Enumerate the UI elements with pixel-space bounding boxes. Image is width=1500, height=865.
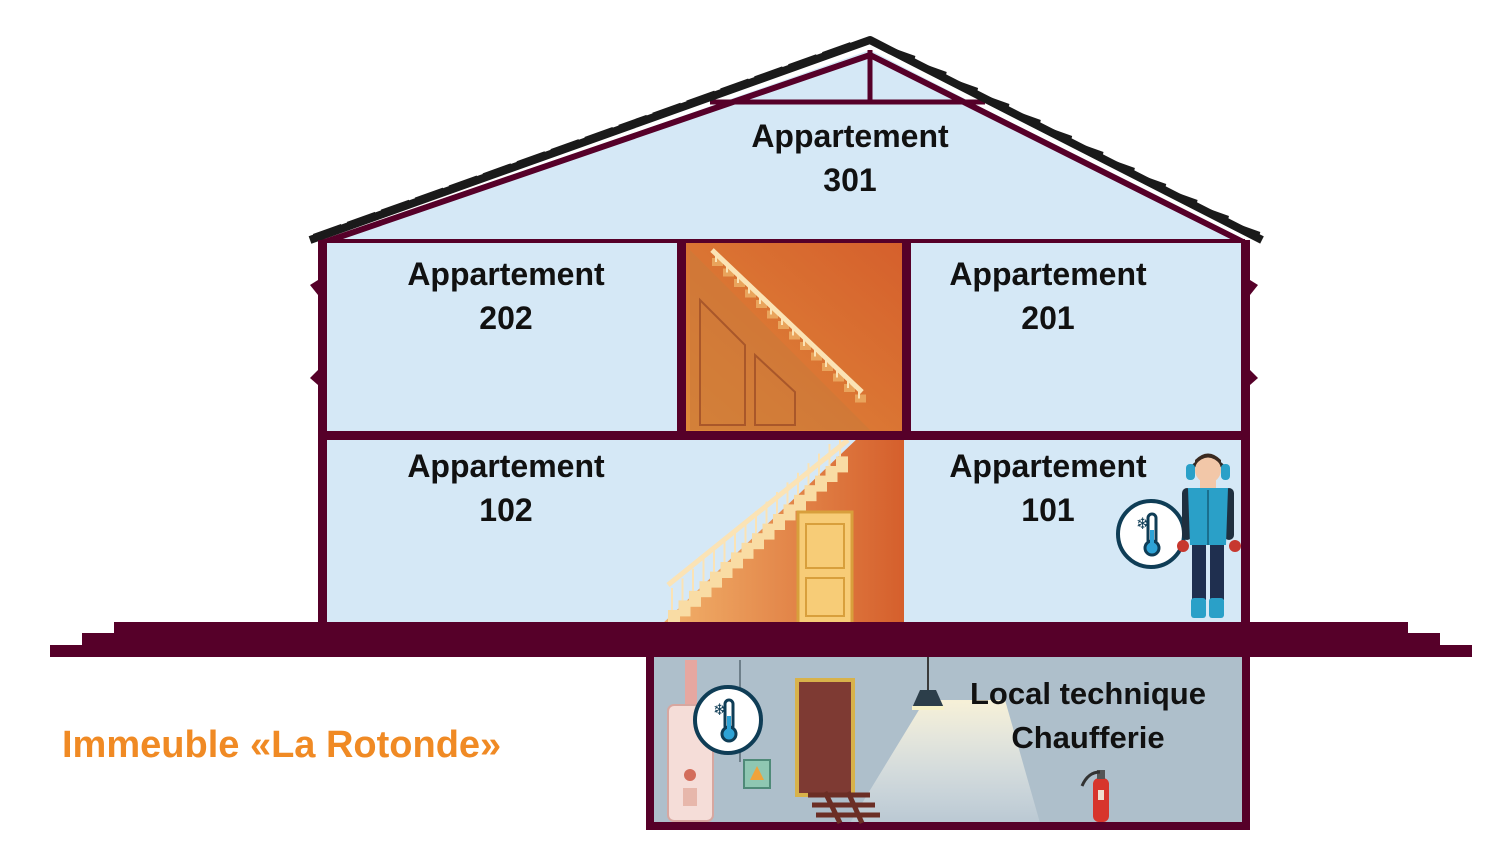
walls bbox=[310, 240, 1258, 630]
svg-text:❄: ❄ bbox=[713, 700, 726, 719]
stair-step bbox=[815, 475, 827, 492]
room-101-number: 101 bbox=[1021, 492, 1075, 528]
stair-step bbox=[811, 352, 822, 361]
cellar-label-line1: Local technique bbox=[970, 676, 1206, 711]
stair-step bbox=[741, 542, 754, 559]
roof-edge bbox=[308, 36, 1264, 244]
stair-step bbox=[789, 331, 800, 340]
stair-step bbox=[825, 466, 838, 482]
stair-step bbox=[836, 456, 848, 473]
room-102-number: 102 bbox=[479, 492, 533, 528]
stair-step bbox=[804, 485, 817, 502]
cellar-label-line2: Chaufferie bbox=[1011, 720, 1165, 755]
cold-person-icon bbox=[1177, 453, 1241, 618]
cellar-label: Local technique Chaufferie bbox=[930, 672, 1246, 760]
room-101-name: Appartement bbox=[949, 448, 1147, 484]
room-202-name: Appartement bbox=[407, 256, 605, 292]
stair-step bbox=[689, 590, 701, 607]
stair-step bbox=[855, 394, 866, 403]
fire-extinguisher-icon bbox=[1080, 770, 1109, 822]
svg-text:❄: ❄ bbox=[1136, 514, 1149, 533]
stair-step bbox=[734, 279, 745, 287]
room-label-202: Appartement 202 bbox=[356, 252, 656, 340]
stair-step bbox=[767, 310, 778, 319]
stair-step bbox=[699, 581, 712, 598]
stair-step bbox=[783, 504, 796, 521]
room-301-number: 301 bbox=[823, 162, 877, 198]
room-label-102: Appartement 102 bbox=[356, 444, 656, 532]
stair-step bbox=[794, 494, 806, 511]
room-202-fill bbox=[322, 243, 682, 436]
cold-thermometer-icon: ❄ bbox=[693, 685, 763, 755]
stair-step bbox=[844, 384, 855, 392]
stair-step bbox=[731, 552, 743, 569]
building-title: Immeuble «La Rotonde» bbox=[62, 724, 502, 766]
room-label-101: Appartement 101 bbox=[898, 444, 1198, 532]
stair-step bbox=[720, 562, 733, 578]
stair-step bbox=[778, 321, 789, 329]
stair-step bbox=[752, 533, 764, 550]
stair-step bbox=[745, 289, 756, 298]
stair-step bbox=[723, 268, 734, 277]
room-201-number: 201 bbox=[1021, 300, 1075, 336]
ceiling-lamp-icon bbox=[912, 657, 944, 710]
room-label-201: Appartement 201 bbox=[898, 252, 1198, 340]
stair-step bbox=[710, 571, 722, 588]
stair-step bbox=[756, 300, 767, 308]
room-202-number: 202 bbox=[479, 300, 533, 336]
roof-rafter bbox=[321, 51, 1247, 246]
stair-step bbox=[800, 342, 811, 350]
stair-step bbox=[833, 373, 844, 382]
room-201-fill bbox=[908, 243, 1245, 436]
stair-step bbox=[773, 514, 785, 530]
room-201-name: Appartement bbox=[949, 256, 1147, 292]
stair-step bbox=[712, 258, 723, 266]
room-102-name: Appartement bbox=[407, 448, 605, 484]
stair-step bbox=[678, 600, 691, 617]
room-301-name: Appartement bbox=[751, 118, 949, 154]
room-label-301: Appartement 301 bbox=[700, 114, 1000, 202]
ground-slab bbox=[50, 622, 1472, 657]
stair-step bbox=[762, 523, 775, 540]
door-icon bbox=[796, 510, 854, 626]
cellar-door bbox=[795, 678, 880, 825]
stair-step bbox=[822, 363, 833, 371]
